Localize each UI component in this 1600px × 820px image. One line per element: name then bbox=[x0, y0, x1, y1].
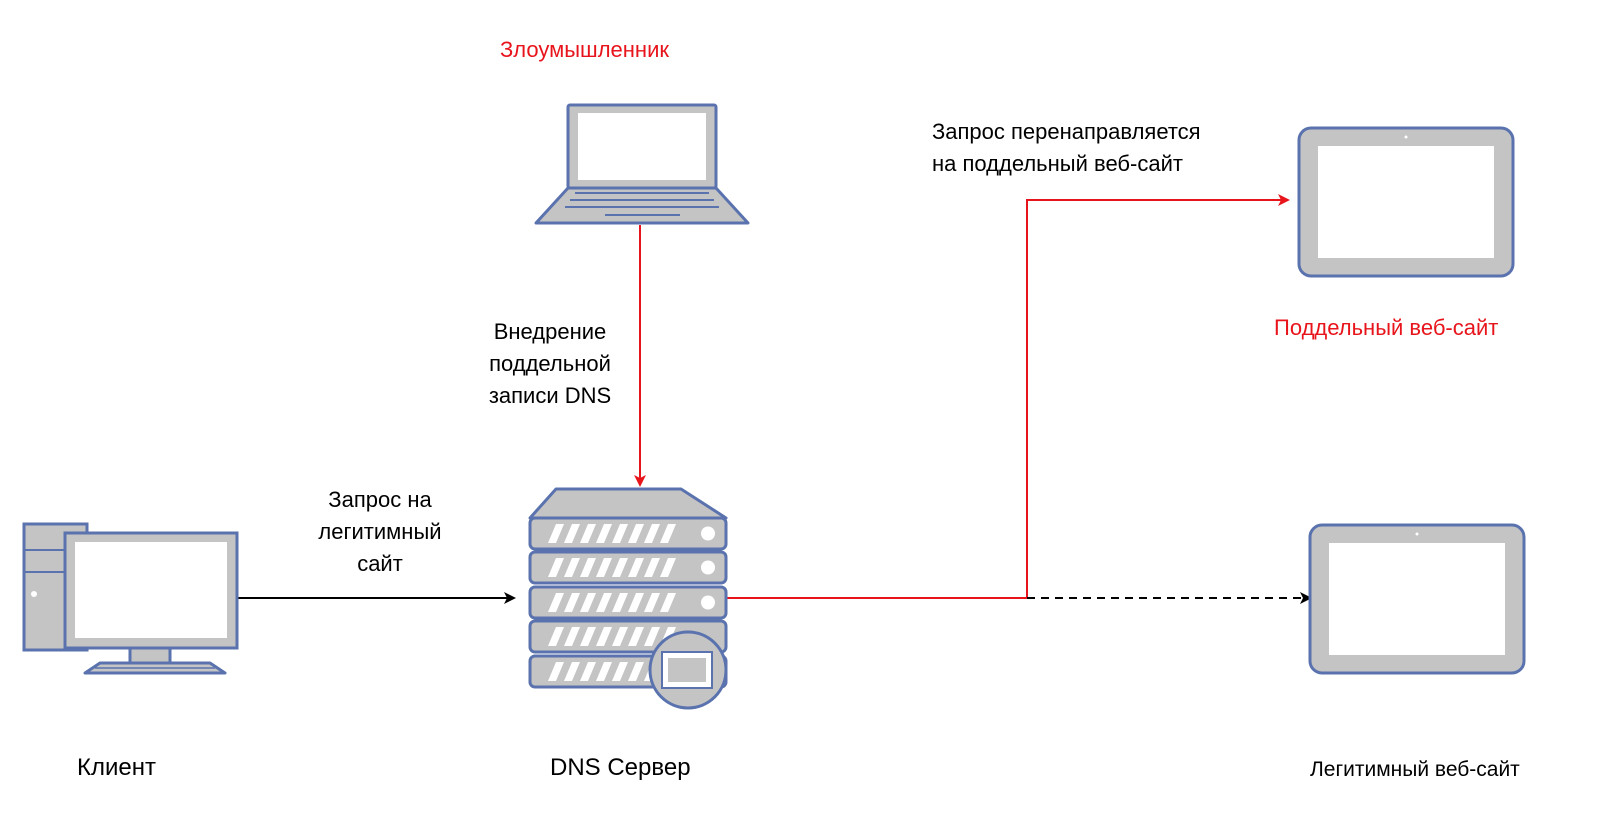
request-label: Запрос на легитимный сайт bbox=[318, 487, 442, 576]
client-label: Клиент bbox=[77, 754, 156, 781]
fake-site-label: Поддельный веб-сайт bbox=[1274, 315, 1499, 340]
server-unit bbox=[528, 550, 728, 585]
dns-server-label: DNS Сервер bbox=[550, 754, 691, 781]
attacker-label: Злоумышленник bbox=[500, 37, 669, 62]
redirect-arrow bbox=[726, 194, 1290, 599]
server-unit bbox=[528, 516, 728, 551]
inject-label: Внедрение поддельной записи DNS bbox=[488, 319, 612, 408]
redirect-label: Запрос перенаправляется на поддельный ве… bbox=[932, 119, 1201, 176]
tablet-icon bbox=[1308, 523, 1526, 675]
tablet-icon bbox=[1297, 126, 1515, 278]
server-rack-icon bbox=[528, 487, 728, 710]
legit-site-label: Легитимный веб-сайт bbox=[1310, 758, 1520, 781]
desktop-computer-icon bbox=[22, 522, 239, 675]
server-unit bbox=[528, 585, 728, 620]
laptop-icon bbox=[534, 103, 750, 225]
